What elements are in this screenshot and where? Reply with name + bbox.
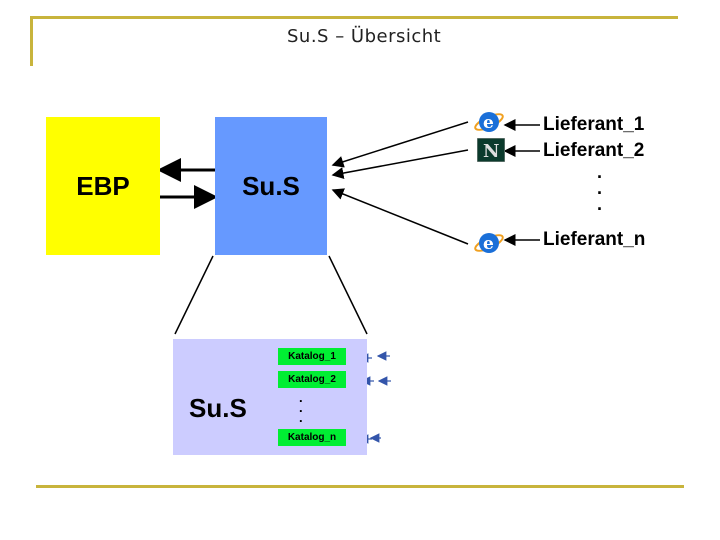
katalog-n-box: Katalog_n — [278, 429, 346, 446]
svg-text:e: e — [483, 113, 494, 133]
ebp-label: EBP — [76, 170, 130, 201]
frame-bottom-line — [36, 485, 684, 488]
sus-detail-label: Su.S — [189, 393, 247, 423]
netscape-icon: N — [477, 138, 505, 162]
katalog-2-box: Katalog_2 — [278, 371, 346, 388]
svg-text:N: N — [483, 141, 499, 162]
lieferant-n-label: Lieferant_n — [543, 229, 646, 250]
lieferant-n-to-sus-arrow — [331, 188, 469, 245]
katalog-ellipsis: . . . — [299, 390, 303, 425]
zoom-line-right — [328, 255, 368, 335]
slide-title: Su.S – Übersicht — [287, 26, 442, 47]
katalog-1-box: Katalog_1 — [278, 348, 346, 365]
lieferant-2-label: Lieferant_2 — [543, 140, 645, 161]
lieferant-1-to-sus-arrow — [331, 121, 469, 168]
lieferant-ellipsis: . . . — [597, 162, 603, 214]
frame-left-line — [30, 16, 33, 66]
lieferant-1-label: Lieferant_1 — [543, 114, 645, 135]
svg-text:e: e — [483, 234, 494, 254]
internet-explorer-icon: e — [474, 112, 504, 133]
lieferant-2-to-sus-arrow — [331, 149, 469, 179]
zoom-line-left — [174, 255, 214, 335]
sus-box: Su.S — [215, 117, 327, 255]
ebp-box: EBP — [46, 117, 160, 255]
internet-explorer-icon: e — [474, 233, 504, 254]
sus-label: Su.S — [242, 170, 300, 201]
frame-top-line — [30, 16, 678, 19]
